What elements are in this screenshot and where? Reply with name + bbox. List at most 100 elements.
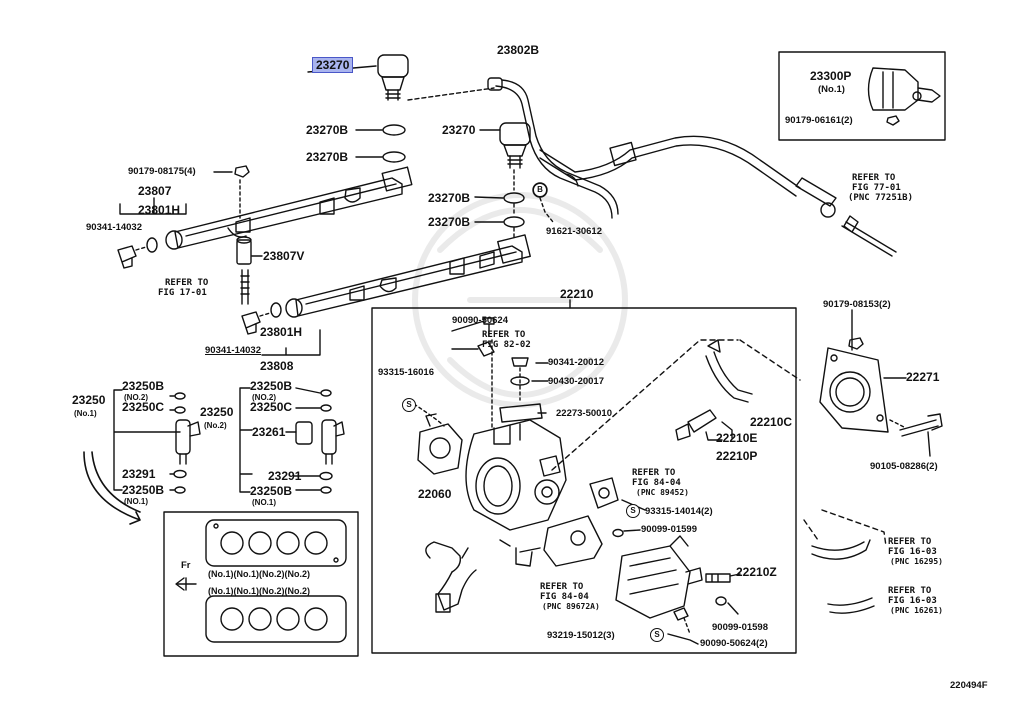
ref-fig-84-04-a-line1[interactable]: REFER TO [632,468,676,478]
label-23807v[interactable]: 23807V [263,249,305,263]
label-91621-30612[interactable]: 91621-30612 [546,226,602,237]
label-23250b-b-sub: (NO.1) [124,497,148,506]
label-90430-20017[interactable]: 90430-20017 [548,376,604,387]
gasket-row1-labels: (No.1)(No.1)(No.2)(No.2) [208,569,310,579]
label-23270-highlighted[interactable]: 23270 [312,57,354,73]
ring-23250c-a [174,406,186,414]
washer-23801h-1 [146,237,158,253]
front-arrow [175,577,197,591]
label-23250b-c-sub: (NO.2) [252,393,276,402]
ref-fig-16-03-b-line3[interactable]: (PNC 16261) [890,606,943,615]
front-label: Fr [181,560,191,571]
label-23250c-a[interactable]: 23250C [122,400,165,414]
ref-fig-16-03-a-line2[interactable]: FIG 16-03 [888,547,937,557]
bolt-90105-08286 [899,413,943,437]
label-23300p-no1: (No.1) [818,84,845,95]
label-22210p[interactable]: 22210P [716,449,758,463]
label-22210z[interactable]: 22210Z [736,565,777,579]
ref-fig-77-01-line2[interactable]: FIG 77-01 [852,183,901,193]
ref-fig-16-03-a-line1[interactable]: REFER TO [888,537,932,547]
label-23270b-2[interactable]: 23270B [306,150,349,164]
label-23250-no2[interactable]: 23250 [200,405,234,419]
label-90105-08286[interactable]: 90105-08286(2) [870,461,938,472]
label-23250-no1[interactable]: 23250 [72,393,106,407]
label-90179-08175[interactable]: 90179-08175(4) [128,166,196,177]
ref-fig-17-01-line2[interactable]: FIG 17-01 [158,288,207,298]
ref-fig-84-04-b-line1[interactable]: REFER TO [540,582,584,592]
label-90341-20012[interactable]: 90341-20012 [548,357,604,368]
label-22271[interactable]: 22271 [906,370,940,384]
label-90341-14032-1[interactable]: 90341-14032 [86,222,142,233]
label-90179-06161[interactable]: 90179-06161(2) [785,115,853,126]
pipe-22210e-drawing [675,409,717,441]
bolt-22210z [705,573,731,583]
label-23250b-d[interactable]: 23250B [250,484,293,498]
collar-23807v-drawing [236,236,252,305]
label-22273-50010[interactable]: 22273-50010 [556,408,612,419]
label-22210c[interactable]: 22210C [750,415,793,429]
ref-fig-77-01-line1[interactable]: REFER TO [852,173,896,183]
label-90179-08153[interactable]: 90179-08153(2) [823,299,891,310]
idle-valve-drawing [499,515,603,567]
label-22210e[interactable]: 22210E [716,431,758,445]
ref-fig-77-01-line3[interactable]: (PNC 77251B) [848,193,914,203]
ref-fig-84-04-b-line2[interactable]: FIG 84-04 [540,592,589,602]
label-23270b-4[interactable]: 23270B [428,215,471,229]
fuel-pipe-23802b-drawing [487,77,897,257]
label-93219-15012[interactable]: 93219-15012(3) [547,630,615,641]
label-23250b-b[interactable]: 23250B [122,483,165,497]
ref-fig-84-04-b-line3[interactable]: (PNC 89672A) [542,602,600,611]
delivery-pipe-23808-drawing [285,234,531,318]
nut-90179-06161 [886,115,900,126]
bracket-ref-82-02 [477,341,495,357]
label-23261[interactable]: 23261 [252,425,286,439]
pressure-regulator-23270-mid-drawing [499,122,531,169]
curved-arrow [83,451,141,525]
label-23801h-2[interactable]: 23801H [260,325,303,339]
harness-drawing [425,541,477,613]
label-23802b[interactable]: 23802B [497,43,540,57]
label-23291-b[interactable]: 23291 [268,469,302,483]
label-93315-14014[interactable]: 93315-14014(2) [645,506,713,517]
s-mark-icon: S [402,398,416,412]
watermark-emblem [412,192,628,408]
o-ring-23250b-a [174,392,186,400]
label-23250c-b[interactable]: 23250C [250,400,293,414]
label-22210[interactable]: 22210 [560,287,594,301]
gasket-plate-2 [205,595,347,643]
ref-fig-16-03-b-line2[interactable]: FIG 16-03 [888,596,937,606]
label-23300p[interactable]: 23300P [810,69,852,83]
ref-fig-16-03-a-line3[interactable]: (PNC 16295) [890,557,943,566]
label-23270b-1[interactable]: 23270B [306,123,349,137]
label-23807[interactable]: 23807 [138,184,172,198]
pressure-regulator-23270-top-drawing [377,54,409,101]
o-ring-23250b-c [320,389,332,397]
label-22060[interactable]: 22060 [418,487,452,501]
label-90090-50624[interactable]: 90090-50624 [452,315,508,326]
label-23801h-1[interactable]: 23801H [138,203,181,217]
label-90099-01599[interactable]: 90099-01599 [641,524,697,535]
label-90090-50624-2[interactable]: 90090-50624(2) [700,638,768,649]
ref-fig-16-03-b-line1[interactable]: REFER TO [888,586,932,596]
label-23250-no2-sub: (No.2) [204,421,227,430]
ref-fig-84-04-a-line2[interactable]: FIG 84-04 [632,478,681,488]
label-23250b-a[interactable]: 23250B [122,379,165,393]
ref-fig-82-02-line2[interactable]: FIG 82-02 [482,340,531,350]
label-23808[interactable]: 23808 [260,359,294,373]
label-90341-14032-2[interactable]: 90341-14032 [205,345,261,356]
ref-fig-82-02-line1[interactable]: REFER TO [482,330,526,340]
ref-fig-17-01-line1[interactable]: REFER TO [165,278,209,288]
ref-fig-84-04-a-line3[interactable]: (PNC 89452) [636,488,689,497]
o-ring-23270b-3 [503,192,525,204]
hose-16295-drawing [811,539,871,560]
o-ring-23250b-b [174,486,186,494]
label-23291-a[interactable]: 23291 [122,467,156,481]
label-23270-mid[interactable]: 23270 [442,123,476,137]
label-93315-16016[interactable]: 93315-16016 [378,367,434,378]
label-23270b-3[interactable]: 23270B [428,191,471,205]
label-90099-01598[interactable]: 90099-01598 [712,622,768,633]
bolt-90090-50624-2 [673,607,689,621]
label-23250b-c[interactable]: 23250B [250,379,293,393]
actuator-drawing [615,535,703,619]
